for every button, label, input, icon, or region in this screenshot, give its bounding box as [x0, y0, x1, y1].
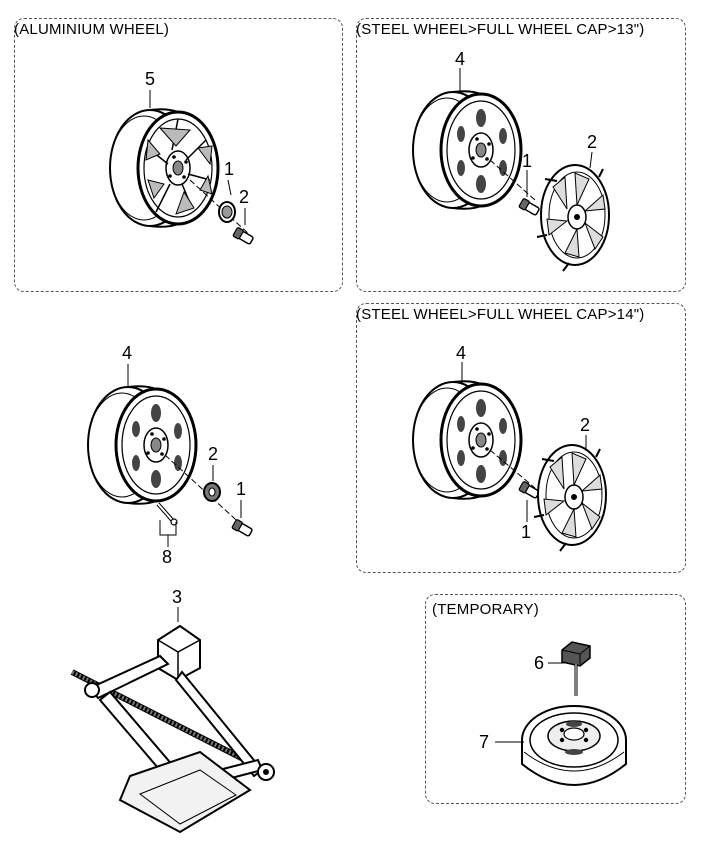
- callout-temporary-wheel: 7: [479, 732, 490, 752]
- callout-steel-wheel: 4: [122, 343, 133, 363]
- panel-title: (ALUMINIUM WHEEL): [14, 21, 170, 38]
- steel-wheel-14-panel: (STEEL WHEEL>FULL WHEEL CAP>14"): [356, 303, 686, 573]
- callout-steel13-lug-nut: 1: [522, 151, 533, 171]
- steel-wheel-13-panel: (STEEL WHEEL>FULL WHEEL CAP>13"): [356, 18, 686, 292]
- temporary-spare-panel: (TEMPORARY): [425, 594, 686, 804]
- temporary-spare-illustration: [495, 641, 627, 786]
- callout-tire-valve: 8: [162, 547, 173, 567]
- steel-wheel-13-illustration: [411, 68, 610, 272]
- callout-steel14-wheel-cap: 2: [580, 415, 591, 435]
- callout-steel-center-cap: 2: [208, 444, 219, 464]
- callout-spare-hold-down-bolt: 6: [534, 653, 545, 673]
- aluminium-wheel-illustration: [108, 90, 255, 246]
- callout-aluminium-center-cap: 1: [224, 159, 235, 179]
- callout-aluminium-lug-nut: 2: [239, 187, 250, 207]
- aluminium-wheel-panel: (ALUMINIUM WHEEL): [14, 18, 343, 292]
- panel-title: (TEMPORARY): [432, 601, 539, 618]
- scissor-jack-illustration: [70, 607, 275, 834]
- panel-title: (STEEL WHEEL>FULL WHEEL CAP>14"): [356, 306, 645, 323]
- callout-aluminium-wheel: 5: [145, 69, 156, 89]
- steel-wheel-14-illustration: [411, 362, 607, 552]
- callout-steel14-lug-nut: 1: [521, 522, 532, 542]
- panel-title: (STEEL WHEEL>FULL WHEEL CAP>13"): [356, 21, 645, 38]
- callout-steel14-wheel: 4: [456, 343, 467, 363]
- callout-steel-lug-nut: 1: [236, 479, 247, 499]
- callout-steel13-wheel-cap: 2: [587, 132, 598, 152]
- callout-jack: 3: [172, 587, 183, 607]
- callout-steel13-wheel: 4: [455, 49, 466, 69]
- steel-wheel-valve-illustration: [86, 364, 254, 547]
